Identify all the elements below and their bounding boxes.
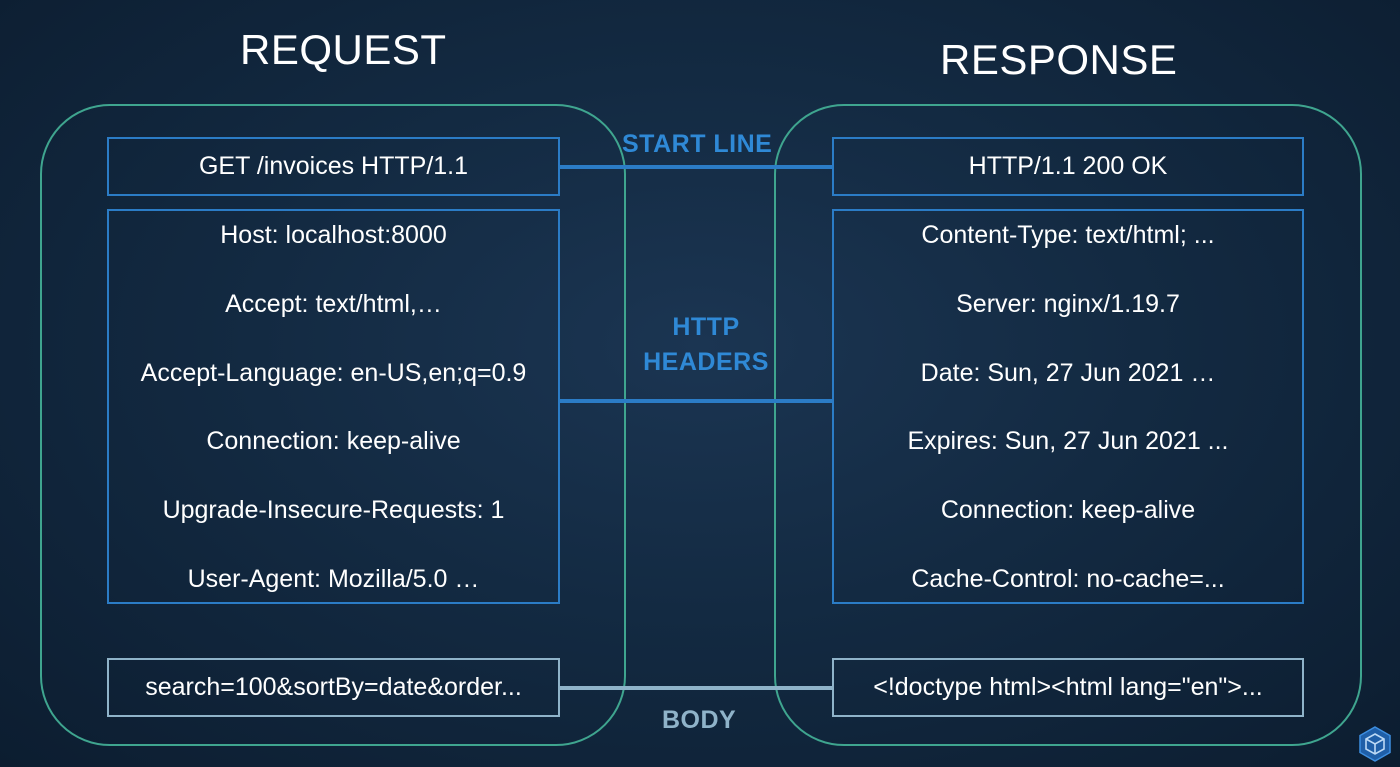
request-start-line-text: GET /invoices HTTP/1.1 [198,152,469,180]
body-label: BODY [662,706,737,734]
request-header: Accept-Language: en-US,en;q=0.9 [140,358,527,387]
headers-connector [560,399,832,403]
request-outline [40,104,626,746]
body-connector [560,686,832,690]
response-header: Date: Sun, 27 Jun 2021 … [920,358,1216,387]
response-outline [774,104,1362,746]
response-header: Expires: Sun, 27 Jun 2021 ... [907,427,1229,456]
request-title: REQUEST [240,26,447,73]
request-body-box: search=100&sortBy=date&order... [107,658,560,717]
start-line-label: START LINE [622,130,773,158]
request-header: Host: localhost:8000 [220,221,447,249]
cube-hexagon-icon [1359,726,1391,762]
request-start-line-box: GET /invoices HTTP/1.1 [107,137,560,196]
start-line-connector [560,165,832,169]
response-headers-box: Content-Type: text/html; ... Server: ngi… [832,209,1304,604]
request-header: Upgrade-Insecure-Requests: 1 [162,496,505,525]
http-headers-label: HTTP HEADERS [636,310,776,380]
request-header: Connection: keep-alive [206,427,461,456]
response-header: Content-Type: text/html; ... [921,221,1215,249]
request-header: Accept: text/html,… [225,289,442,318]
response-start-line-text: HTTP/1.1 200 OK [968,152,1168,180]
request-headers-box: Host: localhost:8000 Accept: text/html,…… [107,209,560,604]
response-start-line-box: HTTP/1.1 200 OK [832,137,1304,196]
response-title: RESPONSE [940,36,1178,83]
response-header: Cache-Control: no-cache=... [911,564,1225,593]
response-body-box: <!doctype html><html lang="en">... [832,658,1304,717]
request-body-text: search=100&sortBy=date&order... [145,673,522,701]
http-headers-label-line2: HEADERS [643,348,769,376]
response-header: Connection: keep-alive [940,496,1196,525]
response-header: Server: nginx/1.19.7 [956,289,1180,318]
http-headers-label-line1: HTTP [672,313,740,341]
request-header: User-Agent: Mozilla/5.0 … [187,564,480,593]
response-body-text: <!doctype html><html lang="en">... [873,673,1263,701]
